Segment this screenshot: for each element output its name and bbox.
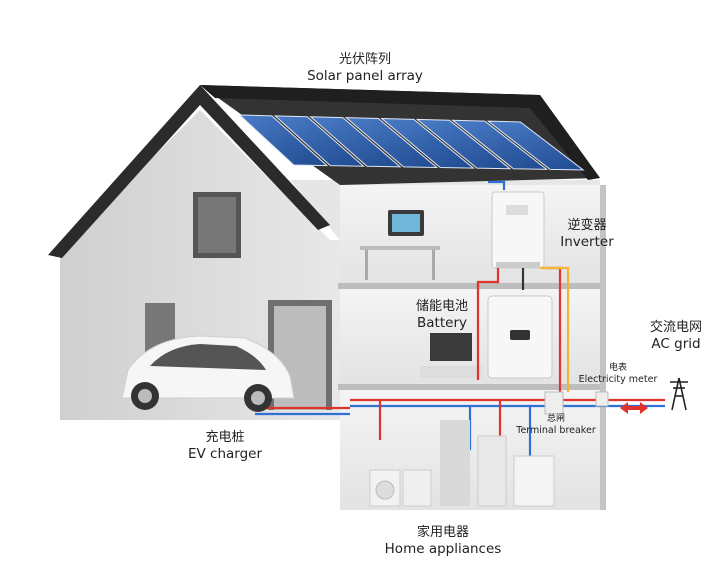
appliances <box>369 420 555 507</box>
label-inverter-en: Inverter <box>560 233 614 250</box>
battery-unit <box>487 295 553 379</box>
label-battery: 储能电池 Battery <box>407 299 477 331</box>
label-meter-en: Electricity meter <box>578 373 658 385</box>
label-battery-en: Battery <box>417 314 467 331</box>
label-appliances-en: Home appliances <box>384 540 502 557</box>
solar-panel <box>309 116 402 168</box>
grid-tower <box>670 377 688 411</box>
label-inverter: 逆变器 Inverter <box>552 218 622 250</box>
solar-panel-array <box>238 114 585 171</box>
label-ac-grid-cn: 交流电网 <box>649 320 702 335</box>
label-ev-cn: 充电桩 <box>205 430 245 445</box>
solar-panel <box>273 115 365 167</box>
terminal-breaker <box>544 391 564 415</box>
label-breaker-cn: 总闸 <box>546 414 565 424</box>
label-ac-grid-en: AC grid <box>651 335 701 352</box>
label-battery-cn: 储能电池 <box>415 299 468 314</box>
cables <box>255 180 665 460</box>
label-ev-charger: 充电桩 EV charger <box>182 430 268 462</box>
label-breaker-en: Terminal breaker <box>516 424 596 436</box>
label-solar-panel-array: 光伏阵列 Solar panel array <box>295 52 435 84</box>
electricity-meter <box>595 391 609 407</box>
desk-computer <box>360 210 440 280</box>
label-home-appliances: 家用电器 Home appliances <box>378 525 508 557</box>
tv-stand <box>420 333 482 378</box>
label-solar-en: Solar panel array <box>307 67 423 84</box>
solar-panel <box>344 117 439 168</box>
inverter-unit <box>491 191 545 269</box>
label-appliances-cn: 家用电器 <box>416 525 469 540</box>
ev-car <box>121 335 295 412</box>
label-ev-en: EV charger <box>187 445 263 462</box>
label-inverter-cn: 逆变器 <box>567 218 607 233</box>
grid-exchange-arrow <box>620 402 648 414</box>
label-electricity-meter: 电表 Electricity meter <box>578 363 658 385</box>
label-terminal-breaker: 总闸 Terminal breaker <box>515 414 597 436</box>
solar-panel <box>238 114 329 167</box>
label-ac-grid: 交流电网 AC grid <box>638 320 714 352</box>
solar-panel <box>451 119 549 170</box>
label-solar-cn: 光伏阵列 <box>338 52 391 67</box>
solar-panel <box>415 118 512 170</box>
solar-panel <box>380 118 475 169</box>
solar-panel <box>486 120 585 171</box>
roof <box>48 85 600 258</box>
label-meter-cn: 电表 <box>608 363 627 373</box>
